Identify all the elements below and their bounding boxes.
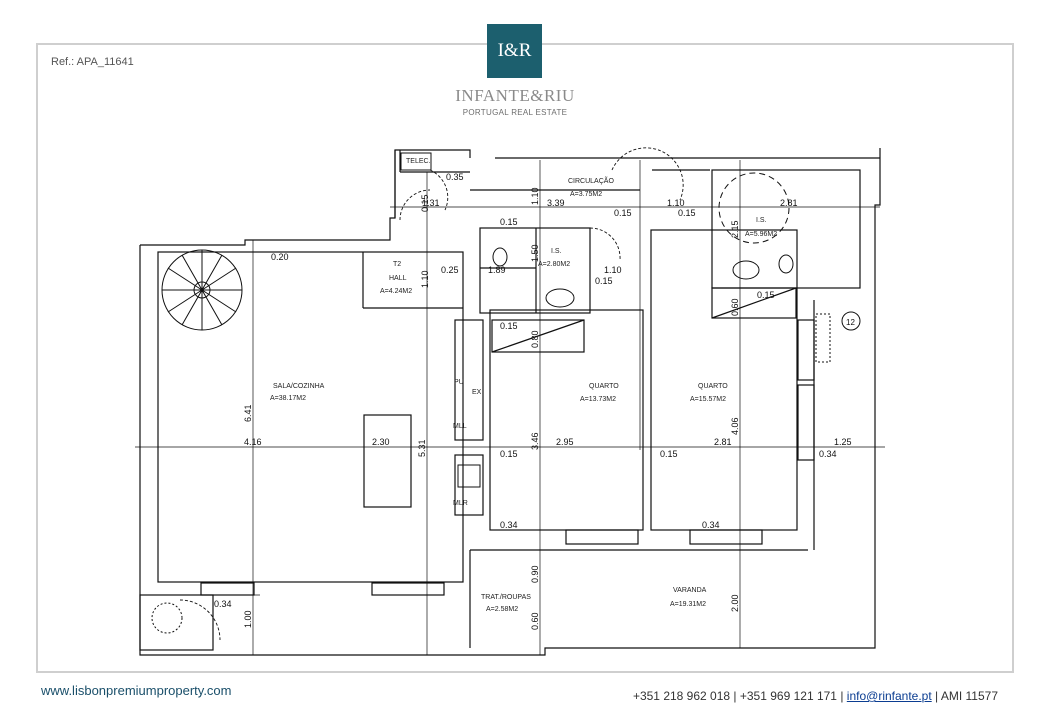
sink-1 [545, 288, 575, 308]
dim-3-39: 3.39 [547, 198, 565, 208]
shower-circle [718, 172, 790, 244]
footer-phone-2: +351 969 121 171 [739, 689, 837, 703]
dim-1-00-v: 1.00 [243, 610, 253, 628]
footer-website[interactable]: www.lisbonpremiumproperty.com [41, 683, 232, 698]
room-circulacao-area: A=3.75M2 [570, 191, 602, 198]
label-mlr: MLR [453, 500, 468, 507]
room-is2-name: I.S. [756, 217, 767, 224]
room-hall-area: A=4.24M2 [380, 288, 412, 295]
spiral-staircase [161, 249, 243, 331]
dim-0-20: 0.20 [271, 252, 289, 262]
dim-0-15-f: 0.15 [500, 321, 518, 331]
dim-5-31-v: 5.31 [417, 439, 427, 457]
round-fixture [151, 602, 183, 634]
dim-0-15-h: 0.15 [660, 449, 678, 459]
dim-0-15-v: 0.15 [420, 194, 430, 212]
dim-0-25: 0.25 [441, 265, 459, 275]
label-pu: PU [454, 379, 464, 386]
label-mll: MLL [453, 423, 467, 430]
dim-2-30: 2.30 [372, 437, 390, 447]
dim-1-10-v2: 1.10 [420, 270, 430, 288]
footer-separator-2: | [840, 689, 844, 703]
toilet-1 [492, 247, 508, 267]
room-varanda-area: A=19.31M2 [670, 601, 706, 608]
dim-6-41-v: 6.41 [243, 404, 253, 422]
dim-2-15-v: 2.15 [730, 220, 740, 238]
room-trat-name: TRAT./ROUPAS [481, 594, 531, 601]
dim-0-15-c: 0.15 [500, 217, 518, 227]
reference-label: Ref.: APA_11641 [51, 56, 134, 68]
dim-0-90-v: 0.90 [530, 565, 540, 583]
footer-ami: AMI 11577 [940, 689, 998, 703]
room-quarto1-name: QUARTO [589, 383, 619, 390]
dim-4-06-v: 4.06 [730, 417, 740, 435]
room-is1-area: A=2.80M2 [538, 261, 570, 268]
footer-email-link[interactable]: info@rinfante.pt [846, 689, 932, 703]
room-hall-t2: T2 [393, 261, 401, 268]
dim-0-60-v2: 0.60 [530, 612, 540, 630]
logo-monogram: I&R [487, 24, 542, 78]
label-ex: EX [472, 389, 482, 396]
room-quarto1-area: A=13.73M2 [580, 396, 616, 403]
radiator [815, 313, 831, 363]
footer-phone-1: +351 218 962 018 [632, 689, 731, 703]
door-swings [179, 147, 684, 641]
dim-0-35: 0.35 [446, 172, 464, 182]
logo-tagline: PORTUGAL REAL ESTATE [462, 108, 568, 117]
footer-separator-1: | [733, 689, 737, 703]
room-is2-area: A=5.96M2 [745, 231, 777, 238]
room-varanda-name: VARANDA [673, 587, 707, 594]
dim-1-50-v: 1.50 [530, 244, 540, 262]
dim-3-46-v: 3.46 [530, 432, 540, 450]
sink-2 [732, 260, 760, 280]
dim-2-95: 2.95 [556, 437, 574, 447]
dim-1-10-v: 1.10 [530, 187, 540, 205]
dim-1-10-b: 1.10 [604, 265, 622, 275]
dim-0-15-e: 0.15 [757, 290, 775, 300]
dim-1-25: 1.25 [834, 437, 852, 447]
dim-1-31: 1.31 [422, 198, 440, 208]
marker-circle [841, 311, 861, 331]
dim-4-16: 4.16 [244, 437, 262, 447]
room-circulacao-name: CIRCULAÇÃO [568, 176, 614, 185]
logo-brand-name: INFANTE&RIU [455, 86, 575, 105]
footer-contacts: +351 218 962 018 | +351 969 121 171 | in… [633, 689, 998, 703]
dimension-lines [135, 160, 885, 655]
dim-1-89: 1.89 [488, 265, 506, 275]
room-sala-name: SALA/COZINHA [273, 383, 325, 390]
dim-0-15-b: 0.15 [678, 208, 696, 218]
dim-0-15-g: 0.15 [500, 449, 518, 459]
dim-0-34-c: 0.34 [702, 520, 720, 530]
footer-separator-3: | [935, 689, 939, 703]
kitchen-sink [457, 464, 481, 488]
room-quarto2-name: QUARTO [698, 383, 728, 390]
dim-2-81-b: 2.81 [714, 437, 732, 447]
dim-0-15-d: 0.15 [595, 276, 613, 286]
room-hall-name: HALL [389, 275, 407, 282]
dim-0-15-a: 0.15 [614, 208, 632, 218]
dim-0-80-v: 0.80 [530, 330, 540, 348]
fixtures [151, 152, 831, 634]
dim-0-34-b: 0.34 [500, 520, 518, 530]
dim-2-81-a: 2.81 [780, 198, 798, 208]
marker-number: 12 [846, 318, 855, 327]
dim-0-34-a: 0.34 [819, 449, 837, 459]
room-is1-name: I.S. [551, 248, 562, 255]
plan-walls [139, 148, 881, 656]
room-trat-area: A=2.58M2 [486, 606, 518, 613]
room-sala-area: A=38.17M2 [270, 395, 306, 402]
toilet-2 [778, 254, 794, 274]
label-telec: TELEC. [406, 158, 431, 165]
dim-1-10-a: 1.10 [667, 198, 685, 208]
dim-2-00-v: 2.00 [730, 594, 740, 612]
dim-0-60-v: 0.60 [730, 298, 740, 316]
dim-0-34-d: 0.34 [214, 599, 232, 609]
room-quarto2-area: A=15.57M2 [690, 396, 726, 403]
